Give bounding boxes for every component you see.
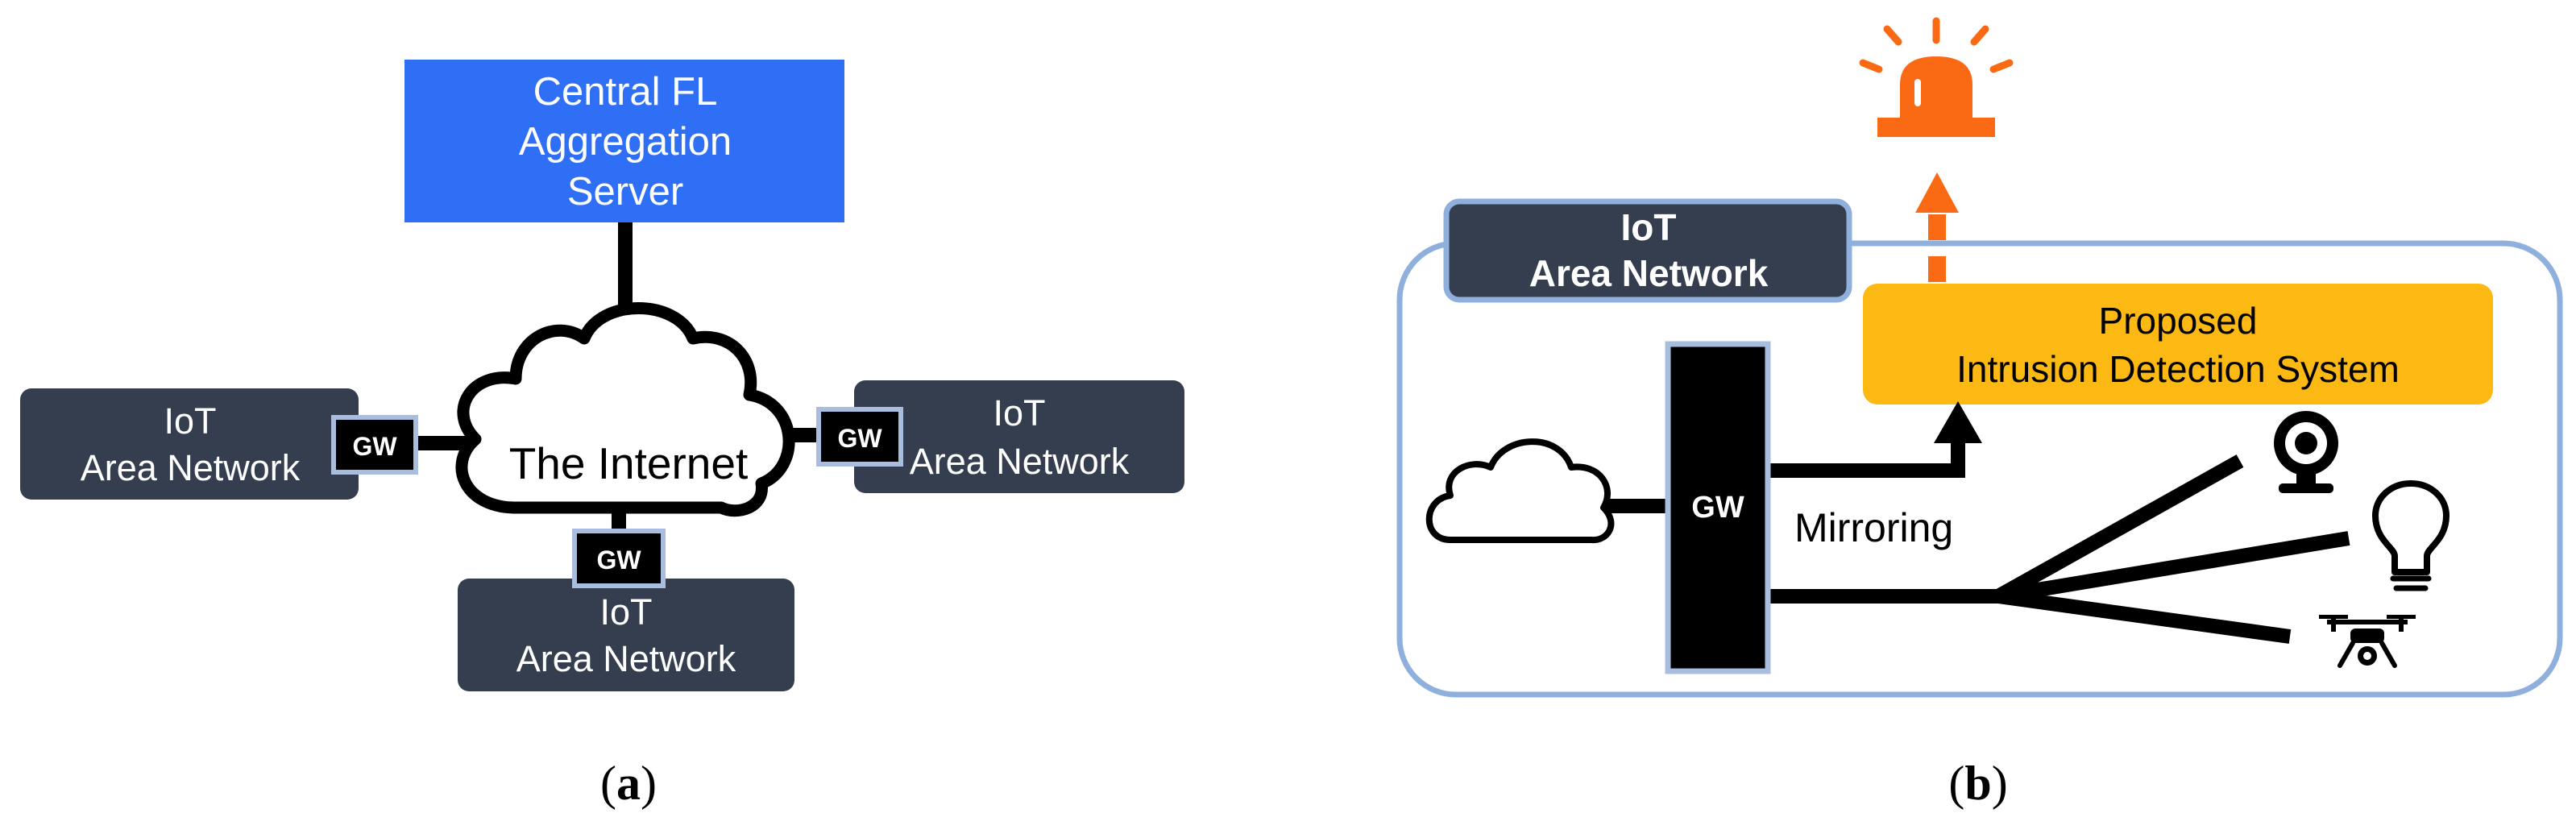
caption-b: (b) xyxy=(1948,757,2007,810)
iot-right-box xyxy=(854,380,1184,493)
gw-right-box xyxy=(816,407,903,467)
mirroring-arrow-head xyxy=(1934,401,1982,443)
gw-tall-label: GW xyxy=(1691,491,1744,525)
panel-b: IoT Area Network Proposed Intrusion Dete… xyxy=(1396,17,2563,810)
central-server-line3: Server xyxy=(567,170,683,214)
ids-box xyxy=(1863,284,2493,404)
central-server-line2: Aggregation xyxy=(519,120,732,164)
gateway-right: GW xyxy=(816,407,903,467)
cloud-label: The Internet xyxy=(509,438,749,488)
area-title-box xyxy=(1443,198,1852,303)
iot-right-line2: Area Network xyxy=(910,441,1130,482)
gateway-bottom: GW xyxy=(572,529,666,588)
alert-arrow xyxy=(1915,172,1959,282)
panel-b-connectors xyxy=(1603,439,2350,644)
gw-right-label: GW xyxy=(837,424,882,453)
iot-area-network-right: IoT Area Network xyxy=(854,380,1184,493)
gw-bottom-box xyxy=(572,529,666,588)
area-title-line1: IoT xyxy=(1621,206,1677,248)
branch-to-webcam xyxy=(1994,454,2244,603)
iot-bottom-line1: IoT xyxy=(599,591,652,633)
gateway-left: GW xyxy=(331,415,418,475)
iot-area-network-left: IoT Area Network xyxy=(20,388,359,500)
iot-left-line2: Area Network xyxy=(81,447,301,488)
internet-cloud: The Internet xyxy=(455,302,795,517)
iot-bottom-line2: Area Network xyxy=(516,638,736,679)
iot-left-box xyxy=(20,388,359,500)
central-server-line1: Central FL xyxy=(533,70,718,114)
iot-bottom-box xyxy=(458,579,794,691)
alert-arrow-head xyxy=(1915,172,1959,213)
iot-left-line1: IoT xyxy=(164,400,216,442)
iot-area-network-bottom: IoT Area Network xyxy=(458,579,794,691)
gw-bottom-label: GW xyxy=(596,546,641,575)
caption-b-letter: b xyxy=(1964,757,1991,810)
central-fl-server: Central FL Aggregation Server xyxy=(404,60,844,222)
iot-area-boundary xyxy=(1396,240,2563,698)
central-server-box xyxy=(404,60,844,222)
gw-left-box xyxy=(331,415,418,475)
mirroring-line xyxy=(1765,439,1965,478)
area-title-line2: Area Network xyxy=(1529,252,1769,294)
drone-icon xyxy=(2319,615,2416,668)
mirroring-label: Mirroring xyxy=(1794,505,1953,550)
caption-a-letter: a xyxy=(616,757,641,810)
iot-right-line1: IoT xyxy=(993,392,1045,434)
branch-to-bulb xyxy=(1997,531,2350,604)
gw-left-label: GW xyxy=(352,432,397,461)
intrusion-detection-system: Proposed Intrusion Detection System xyxy=(1863,284,2493,404)
caption-a: (a) xyxy=(600,757,657,810)
siren-icon xyxy=(1859,17,2014,137)
cloud-icon xyxy=(455,302,795,517)
area-title-tab: IoT Area Network xyxy=(1443,198,1852,303)
lightbulb-icon xyxy=(2372,480,2449,591)
gateway-tall: GW xyxy=(1665,341,1771,674)
webcam-icon xyxy=(2274,411,2338,493)
gw-tall-box xyxy=(1665,341,1771,674)
branch-to-drone xyxy=(1997,589,2292,644)
cloud-icon xyxy=(1425,438,1615,544)
ids-line1: Proposed xyxy=(2099,300,2258,342)
panel-a: Central FL Aggregation Server The Intern… xyxy=(20,60,1184,810)
ids-line2: Intrusion Detection System xyxy=(1956,348,2400,390)
